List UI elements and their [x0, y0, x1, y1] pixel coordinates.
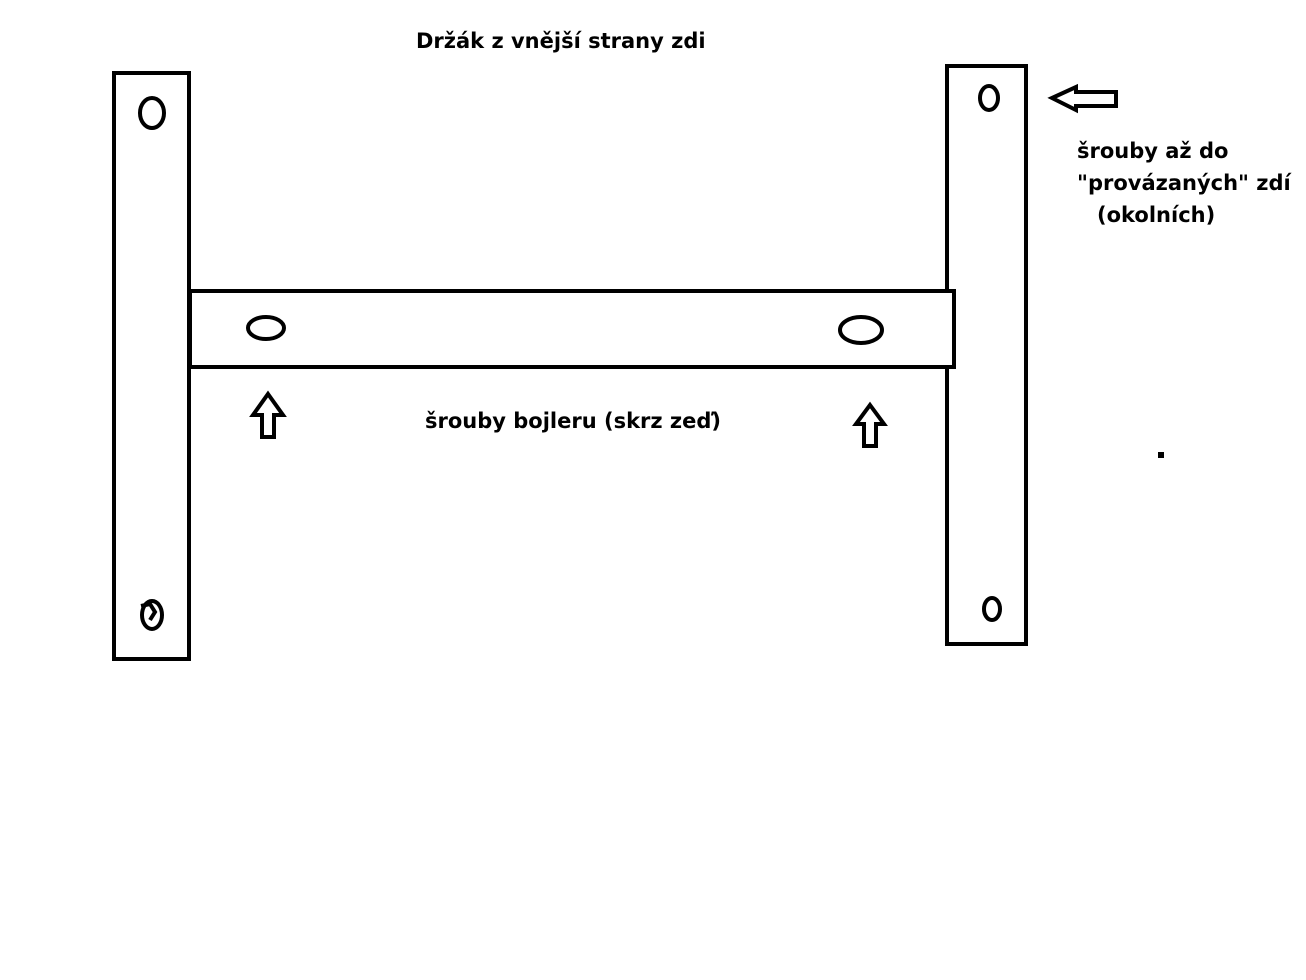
- wall-screws-label-line2: "provázaných" zdí: [1077, 171, 1293, 195]
- right-vertical-bar: [945, 64, 1028, 646]
- horizontal-bar-right-screw-hole: [838, 315, 884, 345]
- horizontal-bar-left-screw-hole: [246, 315, 286, 341]
- wall-screw-arrow-icon: [1047, 83, 1118, 114]
- left-vertical-bar: [112, 71, 191, 661]
- wall-screws-label-line3: (okolních): [1097, 203, 1215, 227]
- boiler-screw-arrow-left-icon: [249, 390, 287, 439]
- right-bar-bottom-screw-hole: [982, 596, 1002, 622]
- horizontal-bar: [188, 289, 956, 369]
- wall-screws-label-line1: šrouby až do: [1077, 139, 1228, 163]
- left-bar-top-screw-hole: [138, 96, 166, 130]
- boiler-screw-arrow-right-icon: [852, 401, 888, 448]
- left-bar-bottom-screw-mark: [140, 601, 158, 622]
- boiler-screws-label: šrouby bojleru (skrz zeď): [425, 409, 721, 433]
- stray-dot-mark: [1158, 452, 1164, 458]
- right-bar-top-screw-hole: [978, 84, 1000, 112]
- diagram-title: Držák z vnější strany zdi: [416, 29, 706, 53]
